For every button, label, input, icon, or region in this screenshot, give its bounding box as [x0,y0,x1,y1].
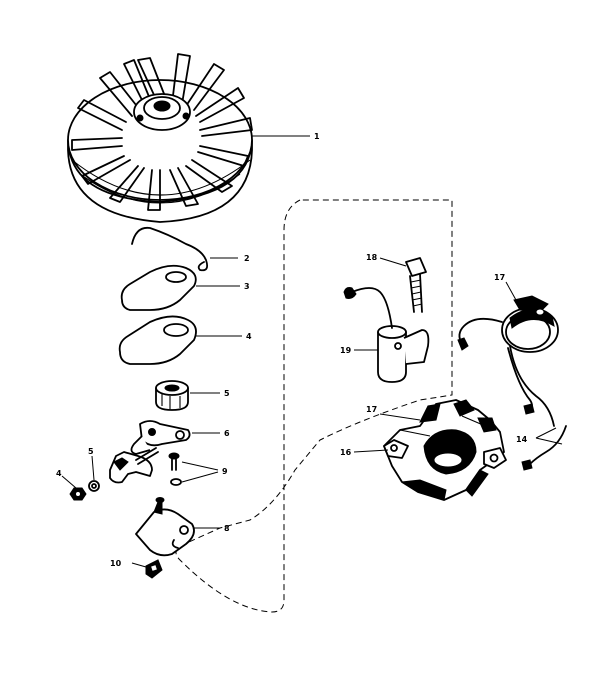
bolt [405,257,427,313]
callout-leader [505,281,517,301]
nut [69,487,87,501]
callout-label: 4 [246,332,252,341]
callout-label: 8 [224,524,230,533]
callout-leader [131,562,147,568]
callout-label: 14 [516,435,528,444]
washer [88,480,100,492]
callout-leader [353,449,389,453]
callout-label: 9 [222,467,228,476]
callout-label: 1 [314,132,320,141]
callout-leader [91,455,95,481]
callout-leader [379,257,407,267]
spring-clip [131,226,209,272]
callout-label: 18 [366,253,378,262]
callout-label: 2 [244,254,250,263]
point-screws [168,452,182,486]
callout-label: 6 [224,429,230,438]
callout-label: 5 [224,389,230,398]
gasket-plate [120,264,197,311]
callout-label: 16 [340,448,352,457]
callout-leader [181,461,219,471]
callout-leader [61,475,77,489]
breaker-plate [135,497,195,557]
assembly-boundary [175,199,453,613]
callout-label: 4 [56,469,62,478]
breaker-arm [130,420,191,455]
cam [155,380,189,411]
callout-label: 17 [494,273,505,282]
callout-leader [535,437,563,445]
callout-leader [181,471,219,483]
callout-label: 5 [88,447,94,456]
callout-label: 3 [244,282,250,291]
callout-label: 19 [340,346,352,355]
condenser [343,287,430,383]
point-bracket [109,447,159,484]
coil [457,295,567,471]
key [145,559,163,579]
callout-label: 17 [366,405,377,414]
callout-leader [535,427,557,439]
stator-bracket [383,399,507,501]
callout-label: 10 [110,559,122,568]
callout-leader [379,413,421,421]
flywheel [67,53,253,223]
felt-pad [118,315,197,365]
